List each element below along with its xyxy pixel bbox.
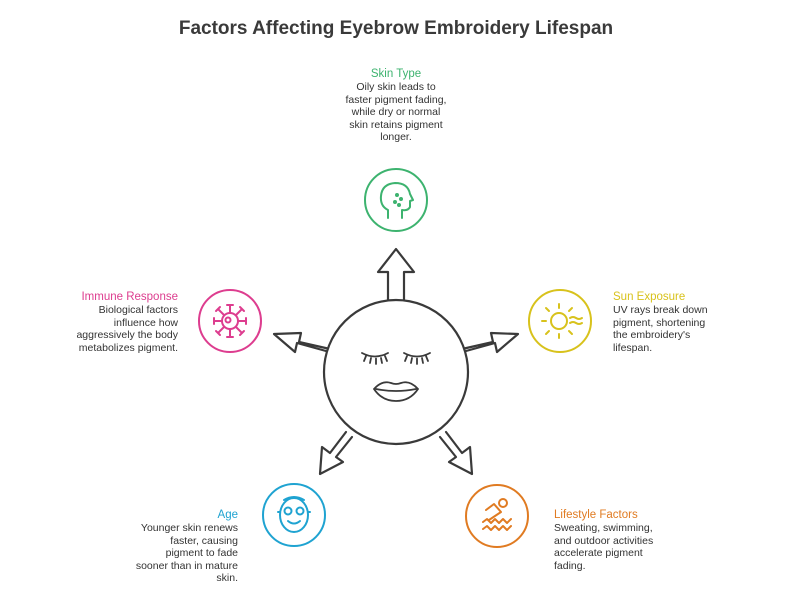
sun-exposure-desc-line: the embroidery's bbox=[613, 329, 691, 341]
arrow-lower-left bbox=[318, 430, 354, 476]
skin-type-desc-line: while dry or normal bbox=[351, 106, 441, 118]
sun-exposure-title: Sun Exposure bbox=[613, 291, 686, 303]
lifestyle-title: Lifestyle Factors bbox=[554, 509, 638, 521]
lifestyle-desc-line: and outdoor activities bbox=[554, 534, 654, 547]
skin-type-title: Skin Type bbox=[370, 68, 422, 80]
immune-desc-line: metabolizes pigment. bbox=[78, 341, 178, 354]
age-title: Age bbox=[217, 509, 238, 521]
lips-icon bbox=[373, 381, 419, 402]
sun-exposure-block: Sun Exposure UV rays break down pigment,… bbox=[613, 290, 753, 354]
age-desc-line: pigment to fade bbox=[165, 547, 238, 559]
immune-desc-line: influence how bbox=[113, 316, 178, 329]
sun-exposure-desc-line: pigment, shortening bbox=[613, 316, 706, 329]
virus-cell-icon bbox=[198, 289, 262, 353]
age-desc-line: skin. bbox=[216, 572, 238, 584]
skin-type-desc-line: skin retains pigment bbox=[349, 118, 443, 131]
skin-type-desc-line: longer. bbox=[380, 131, 412, 143]
sun-exposure-desc-line: UV rays break down bbox=[613, 304, 708, 316]
center-face-with-arrows bbox=[272, 247, 520, 476]
diagram-title: Factors Affecting Eyebrow Embroidery Lif… bbox=[178, 18, 614, 39]
skin-type-desc-line: Oily skin leads to bbox=[356, 81, 436, 93]
arrow-lower-right bbox=[438, 430, 474, 476]
sun-icon bbox=[528, 289, 592, 353]
arrow-up bbox=[376, 247, 416, 302]
head-skin-icon bbox=[364, 168, 428, 232]
skin-type-block: Skin Type Oily skin leads to faster pigm… bbox=[316, 67, 476, 144]
swimmer-icon bbox=[465, 484, 529, 548]
immune-desc-line: Biological factors bbox=[98, 304, 178, 316]
lifestyle-block: Lifestyle Factors Sweating, swimming, an… bbox=[554, 508, 704, 572]
arrow-left bbox=[272, 331, 332, 354]
lifestyle-desc-line: Sweating, swimming, bbox=[554, 522, 653, 534]
age-desc-line: faster, causing bbox=[170, 534, 238, 547]
face-age-icon bbox=[262, 483, 326, 547]
age-desc-line: Younger skin renews bbox=[140, 522, 238, 534]
lifestyle-desc-line: fading. bbox=[554, 559, 586, 572]
center-face bbox=[322, 298, 470, 446]
age-desc-line: sooner than in mature bbox=[135, 559, 238, 572]
immune-title: Immune Response bbox=[81, 291, 178, 303]
immune-block: Immune Response Biological factors influ… bbox=[38, 290, 178, 354]
lifestyle-desc-line: accelerate pigment bbox=[554, 547, 643, 559]
arrow-right bbox=[460, 331, 520, 354]
immune-desc-line: aggressively the body bbox=[76, 329, 178, 341]
closed-eyes-icon bbox=[361, 352, 431, 365]
sun-exposure-desc-line: lifespan. bbox=[613, 341, 653, 354]
skin-type-desc-line: faster pigment fading, bbox=[345, 93, 447, 106]
age-block: Age Younger skin renews faster, causing … bbox=[98, 508, 238, 585]
